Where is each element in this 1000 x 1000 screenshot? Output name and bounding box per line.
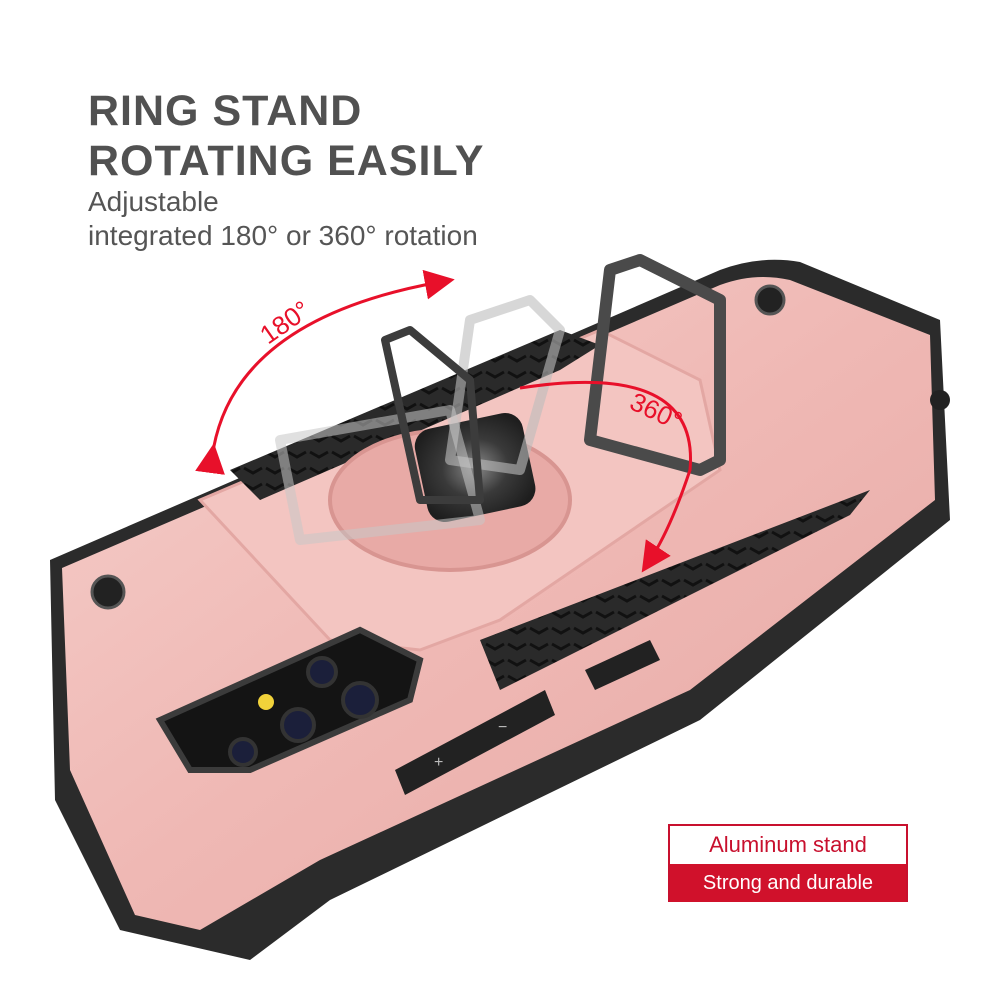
subtitle-line-1: Adjustable <box>88 186 219 217</box>
ring-ghost <box>445 295 565 475</box>
camera-lens-icon <box>341 681 379 719</box>
subtitle-line-2: integrated 180° or 360° rotation <box>88 220 478 251</box>
headline-line-1: RING STAND <box>88 87 363 135</box>
badge-subtitle: Strong and durable <box>670 864 906 902</box>
flash-icon <box>258 694 274 710</box>
grip-strip-bottom <box>480 490 870 690</box>
badge-title: Aluminum stand <box>709 832 867 857</box>
screw-icon <box>930 390 950 410</box>
ring-solid-rotated <box>584 254 726 476</box>
screw-icon <box>90 574 126 610</box>
headline-line-2: ROTATING EASILY <box>88 137 485 185</box>
rotation-arc-180 <box>195 269 455 475</box>
camera-lens-icon <box>306 656 338 688</box>
power-button <box>585 640 660 690</box>
rotation-arc-360 <box>519 380 693 573</box>
plus-icon: + <box>434 754 443 771</box>
camera-module <box>155 626 424 773</box>
volume-button <box>395 690 555 795</box>
feature-badge: Aluminum stand Strong and durable <box>668 824 908 902</box>
screw-icon <box>754 284 786 316</box>
camera-lens-icon <box>280 707 316 743</box>
minus-icon: − <box>498 719 507 736</box>
camera-lens-icon <box>228 737 258 767</box>
